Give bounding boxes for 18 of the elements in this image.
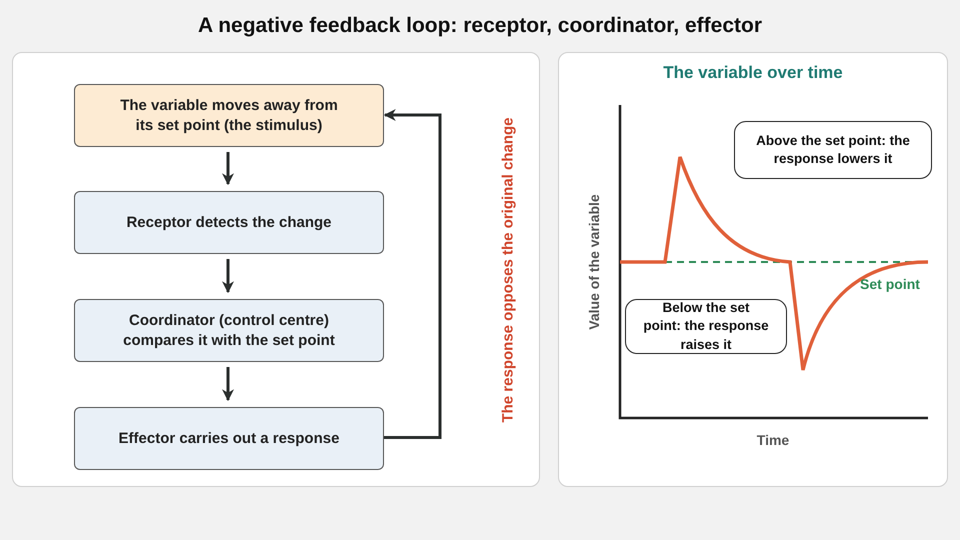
process-box: Coordinator (control centre) compares it with the set point xyxy=(74,299,384,362)
axis-label: Time xyxy=(756,432,790,448)
arrow xyxy=(222,259,234,294)
process-box: Effector carries out a response xyxy=(74,407,384,470)
panel xyxy=(12,52,540,487)
process-box: Receptor detects the change xyxy=(74,191,384,254)
line-label: Set point xyxy=(860,276,920,292)
callout-box: Above the set point: the response lowers it xyxy=(734,121,932,179)
edge-label: The response opposes the original change xyxy=(500,117,516,423)
chart-title: The variable over time xyxy=(662,63,844,83)
diagram-title: A negative feedback loop: receptor, coordinator, effector xyxy=(196,14,764,38)
arrow xyxy=(383,109,442,439)
callout-box: Below the set point: the response raises it xyxy=(625,299,787,354)
axis-label: Value of the variable xyxy=(586,194,602,330)
arrow xyxy=(222,367,234,402)
process-box: The variable moves away from its set point (the stimulus) xyxy=(74,84,384,147)
panel xyxy=(558,52,948,487)
arrow xyxy=(222,152,234,186)
